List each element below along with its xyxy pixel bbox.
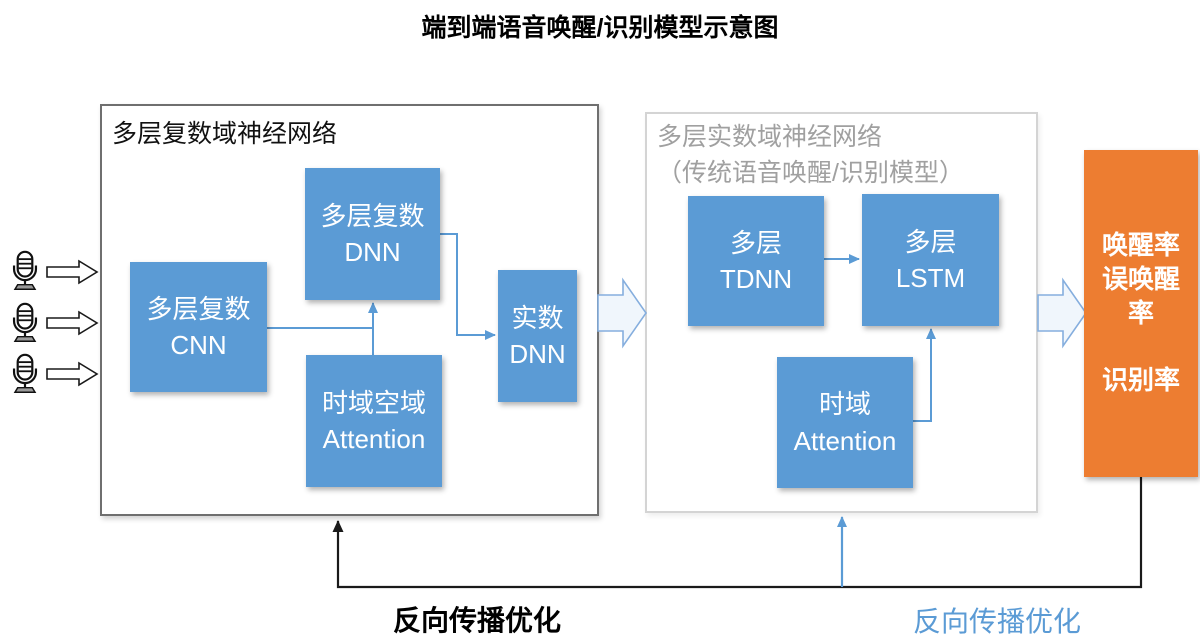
microphone-icon [8, 250, 42, 292]
node-tdnn: 多层 TDNN [688, 196, 824, 326]
backprop-black-label: 反向传播优化 [393, 605, 562, 636]
microphone-icon [8, 353, 42, 395]
node-label-line: 时域空域 [321, 387, 426, 418]
node-label-line: Attention [322, 424, 426, 454]
node-label-line: 多层复数 [146, 293, 251, 324]
node-label-line: DNN [509, 339, 566, 369]
node-label-line: CNN [170, 330, 227, 360]
node-label-line: 多层复数 [320, 200, 425, 231]
page-title: 端到端语音唤醒/识别模型示意图 [421, 14, 779, 42]
node-label-line: 时域 [818, 389, 871, 420]
input-arrow-icon [46, 310, 99, 336]
output-false-wake-rate: 误唤醒率 [1101, 263, 1180, 328]
node-complex-cnn: 多层复数 CNN [130, 262, 267, 392]
node-complex-dnn: 多层复数 DNN [305, 168, 440, 300]
node-label-line: TDNN [719, 264, 793, 294]
output-metrics-box: 唤醒率 误唤醒率 识别率 [1084, 150, 1198, 477]
backprop-blue-label: 反向传播优化 [913, 606, 1082, 637]
output-recognition-rate: 识别率 [1101, 365, 1180, 396]
flow-arrow-left-icon [597, 277, 647, 349]
real-net-label-line1: 多层实数域神经网络 [657, 123, 883, 151]
real-net-label-line2: （传统语音唤醒/识别模型） [657, 159, 964, 188]
node-label-line: 多层 [904, 226, 957, 257]
output-wake-rate: 唤醒率 [1101, 229, 1180, 260]
complex-net-label: 多层复数域神经网络 [112, 120, 338, 148]
microphone-icon [8, 302, 42, 344]
input-arrow-icon [46, 259, 99, 285]
node-label-line: LSTM [895, 263, 966, 293]
node-label-line: 多层 [729, 227, 782, 258]
input-arrow-icon [46, 361, 99, 387]
flow-arrow-right-icon [1037, 277, 1087, 349]
node-time-attention: 时域 Attention [777, 357, 913, 488]
node-label-line: Attention [793, 425, 897, 456]
node-time-space-attention: 时域空域 Attention [306, 355, 442, 487]
node-label-line: DNN [344, 237, 401, 267]
node-lstm: 多层 LSTM [862, 194, 999, 326]
node-real-dnn: 实数 DNN [498, 270, 577, 402]
node-label-line: 实数 [511, 302, 564, 333]
real-net-label: 多层实数域神经网络 （传统语音唤醒/识别模型） [657, 119, 964, 192]
